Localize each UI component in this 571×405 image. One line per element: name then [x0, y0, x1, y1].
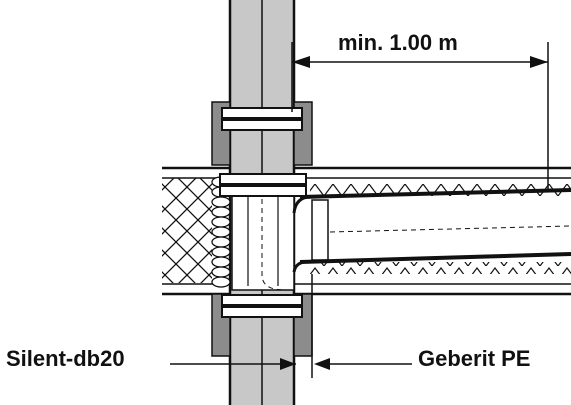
upper-clamp-top [221, 107, 303, 119]
branch-bottom-curve [292, 260, 313, 273]
lower-clamp-bottom [221, 306, 303, 318]
callout-arrow-left [280, 358, 296, 370]
dimension-arrow-left [292, 56, 310, 68]
horizontal-pe-pipe [299, 184, 571, 274]
clamp-bands [219, 107, 307, 318]
pipe-centerline [329, 225, 571, 233]
dimension-min-distance: min. 1.00 m [291, 30, 549, 192]
callout-silent-db20: Silent-db20 [6, 346, 296, 371]
branch-fitting [231, 189, 313, 291]
upper-clamp-bottom [221, 119, 303, 131]
insulation-hatch-left [162, 178, 212, 283]
pipe-top-wall [299, 188, 571, 199]
acoustic-wrap-bottom [310, 262, 571, 274]
fitting-clamp-top [219, 173, 307, 185]
branch-top-curve [292, 195, 313, 214]
dimension-label: min. 1.00 m [338, 30, 458, 55]
callout-arrow-right [314, 358, 330, 370]
callout-label-geberit-pe: Geberit PE [418, 346, 530, 371]
pipe-socket [311, 199, 329, 261]
fitting-clamp-bottom [219, 185, 307, 197]
callout-geberit-pe: Geberit PE [311, 274, 530, 378]
pipe-bottom-wall [299, 252, 571, 264]
dimension-arrow-right [530, 56, 548, 68]
lower-clamp-top [221, 294, 303, 306]
branch-flow-line [261, 190, 286, 291]
callout-label-silent-db20: Silent-db20 [6, 346, 125, 371]
